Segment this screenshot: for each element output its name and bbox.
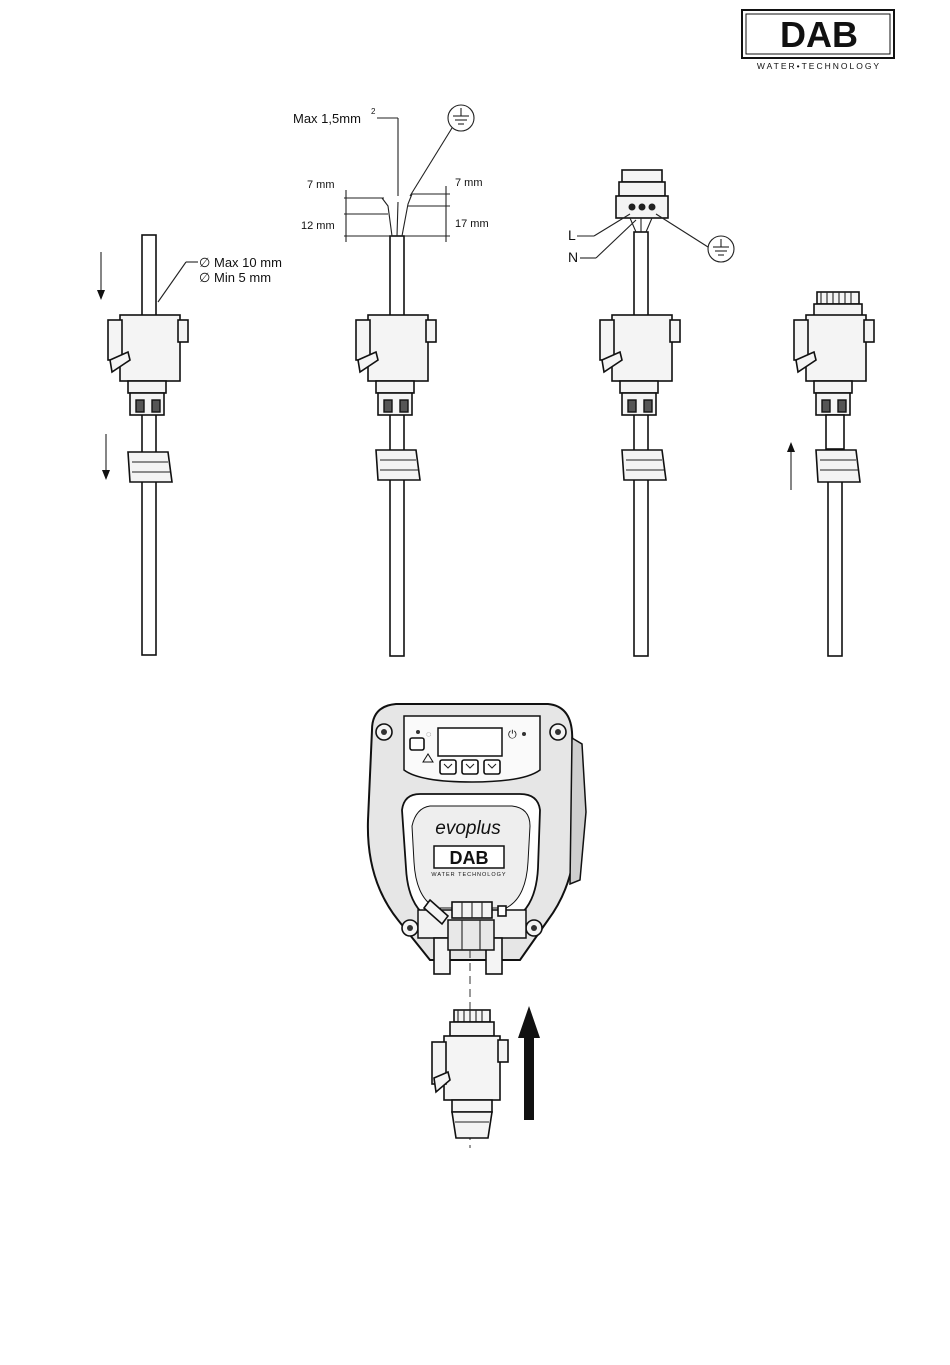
dab-logo: DAB WATER•TECHNOLOGY	[742, 10, 894, 71]
gland-nut	[622, 450, 666, 480]
diameter-symbol: ∅	[199, 255, 210, 270]
plus-button[interactable]	[484, 760, 500, 774]
diameter-max-label: Max 10 mm	[214, 255, 282, 270]
evoplus-pump-unit: ◌ ⏻ evoplus DAB WATER TECHNOLOGY	[368, 704, 586, 974]
step3-assembly: L N	[568, 170, 734, 656]
connector-body-assembled	[794, 292, 874, 449]
strip-length-label: 12 mm	[301, 220, 335, 232]
control-panel: ◌ ⏻	[404, 716, 540, 782]
gland-nut	[128, 452, 172, 482]
diameter-callout: ∅ Max 10 mm ∅ Min 5 mm	[158, 255, 282, 302]
diameter-symbol: ∅	[199, 270, 210, 285]
step4-assembly	[787, 292, 874, 656]
arrow-down-icon	[97, 252, 105, 300]
connector-body	[356, 315, 436, 415]
ground-symbol-icon	[656, 214, 734, 262]
diameter-min-label: Min 5 mm	[214, 270, 271, 285]
menu-button[interactable]	[462, 760, 478, 774]
strip-dimension-left: 7 mm 12 mm	[301, 179, 392, 242]
strip-dimension-right: 7 mm 17 mm	[404, 177, 489, 242]
logo-tagline-text: WATER•TECHNOLOGY	[757, 61, 881, 71]
wire-section-label: Max 1,5mm	[293, 111, 361, 126]
step2-assembly: Max 1,5mm 2 7 mm 12 mm 7 mm	[293, 105, 489, 656]
cable	[828, 480, 842, 656]
arrow-down-icon	[102, 434, 110, 480]
minus-button[interactable]	[440, 760, 456, 774]
standby-indicator-icon: ◌	[426, 729, 431, 739]
wire-label-live: L	[568, 227, 576, 243]
cable	[142, 235, 156, 655]
arrow-up-icon	[787, 442, 795, 490]
logo-brand-text: DAB	[780, 14, 858, 55]
product-tagline-label: WATER TECHNOLOGY	[431, 872, 506, 878]
step1-assembly: ∅ Max 10 mm ∅ Min 5 mm	[97, 235, 282, 655]
cable	[634, 232, 648, 656]
cable	[390, 236, 404, 656]
strip-length-label: 17 mm	[455, 218, 489, 230]
wire-section-sup: 2	[371, 107, 376, 116]
power-icon: ⏻	[508, 729, 517, 741]
power-socket	[418, 900, 526, 974]
strip-length-label: 7 mm	[307, 179, 335, 191]
connector-body	[108, 315, 188, 415]
product-name-label: evoplus	[435, 818, 501, 839]
gland-nut	[376, 450, 420, 480]
product-brand-label: DAB	[450, 848, 489, 868]
plug-connector	[432, 1010, 508, 1138]
connector-body	[600, 315, 680, 415]
gland-nut	[816, 450, 860, 482]
wire-label-neutral: N	[568, 249, 578, 265]
terminal-block	[616, 170, 668, 232]
display-screen	[438, 728, 502, 756]
strip-length-label: 7 mm	[455, 177, 483, 189]
arrow-up-icon	[518, 1006, 540, 1120]
